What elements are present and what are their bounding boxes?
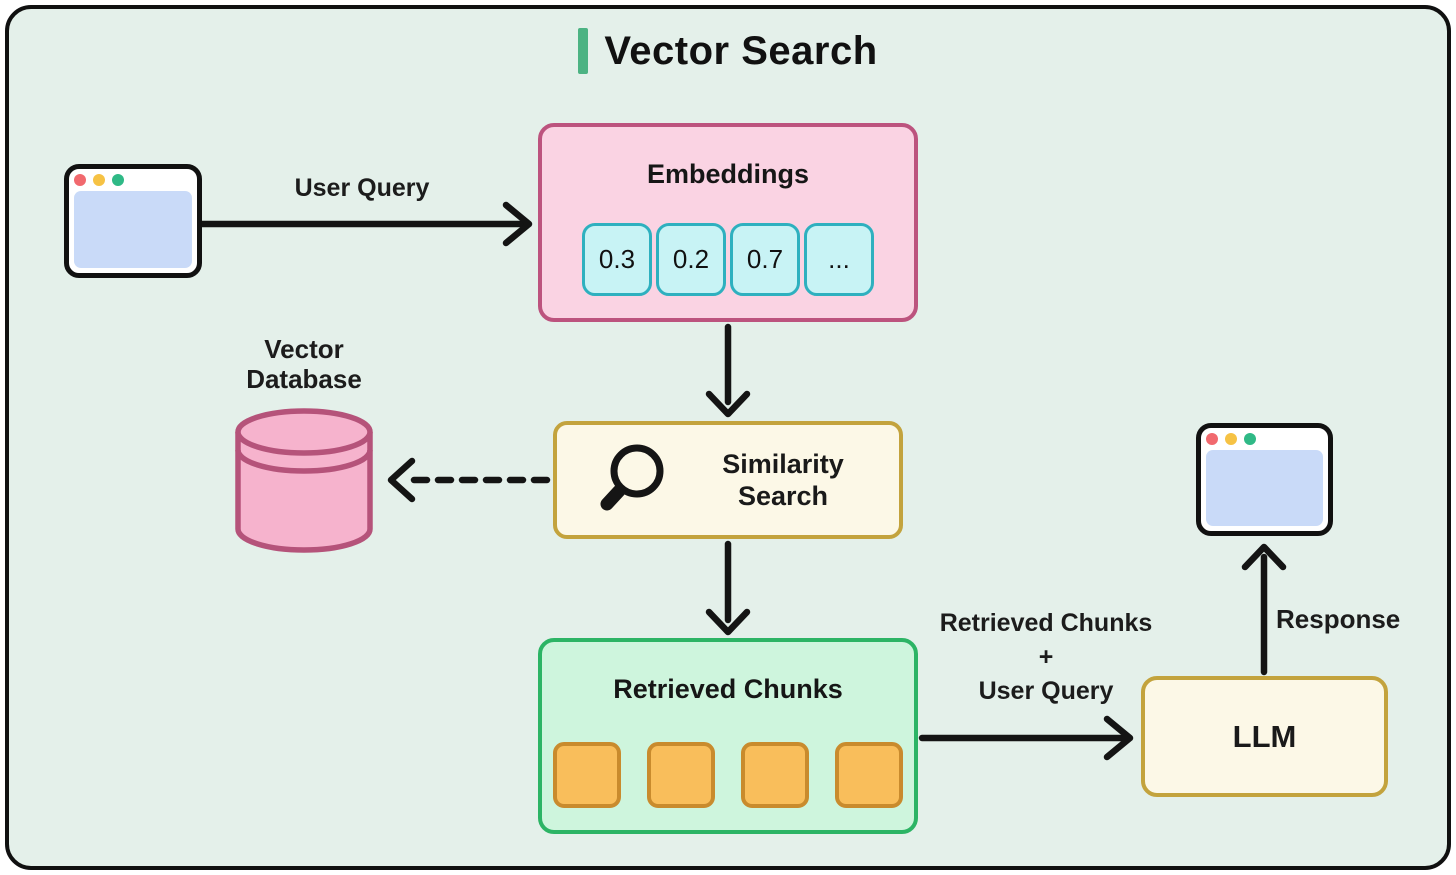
green-dot-icon [112, 174, 124, 186]
embeddings-box: Embeddings 0.3 0.2 0.7 ... [538, 123, 918, 322]
embedding-cell: 0.7 [730, 223, 800, 296]
user-query-label: User Query [294, 174, 430, 202]
search-icon [600, 444, 664, 511]
yellow-dot-icon [1225, 433, 1237, 445]
page-title: Vector Search [604, 28, 878, 73]
retrieved-chunks-label: Retrieved Chunks [613, 674, 843, 704]
user-browser-icon [64, 164, 202, 278]
llm-box: LLM [1141, 676, 1388, 797]
database-icon [235, 408, 373, 553]
window-controls [69, 169, 197, 186]
browser-content-area [1206, 450, 1323, 526]
response-browser-icon [1196, 423, 1333, 536]
vector-database-label-line2: Database [246, 364, 362, 394]
chunks-plus-query-label: Retrieved Chunks + User Query [926, 606, 1166, 708]
embedding-cell: ... [804, 223, 874, 296]
embedding-cell: 0.2 [656, 223, 726, 296]
vector-database-label: Vector Database [204, 334, 404, 394]
title: Vector Search [0, 28, 1456, 74]
embeddings-label: Embeddings [646, 159, 809, 189]
chunks-plus-query-line1: Retrieved Chunks [939, 609, 1153, 637]
yellow-dot-icon [93, 174, 105, 186]
chunks-plus-query-line2: + [1038, 643, 1054, 671]
chunk-square [835, 742, 903, 808]
similarity-search-label: Similarity Search [667, 448, 899, 512]
chunk-squares [542, 742, 914, 808]
response-label: Response [1276, 604, 1401, 634]
similarity-search-label-line1: Similarity [722, 449, 844, 479]
chunk-square [647, 742, 715, 808]
title-accent-bar [578, 28, 589, 74]
browser-content-area [74, 191, 192, 268]
embedding-vector: 0.3 0.2 0.7 ... [542, 223, 914, 296]
chunks-plus-query-line3: User Query [978, 677, 1114, 705]
red-dot-icon [74, 174, 86, 186]
window-controls [1201, 428, 1328, 445]
vector-database-label-line1: Vector [264, 334, 344, 364]
retrieved-chunks-box: Retrieved Chunks [538, 638, 918, 834]
chunk-square [741, 742, 809, 808]
similarity-search-box: Similarity Search [553, 421, 903, 539]
chunk-square [553, 742, 621, 808]
red-dot-icon [1206, 433, 1218, 445]
embedding-cell: 0.3 [582, 223, 652, 296]
similarity-search-label-line2: Search [737, 481, 829, 511]
llm-label: LLM [1232, 718, 1297, 754]
green-dot-icon [1244, 433, 1256, 445]
